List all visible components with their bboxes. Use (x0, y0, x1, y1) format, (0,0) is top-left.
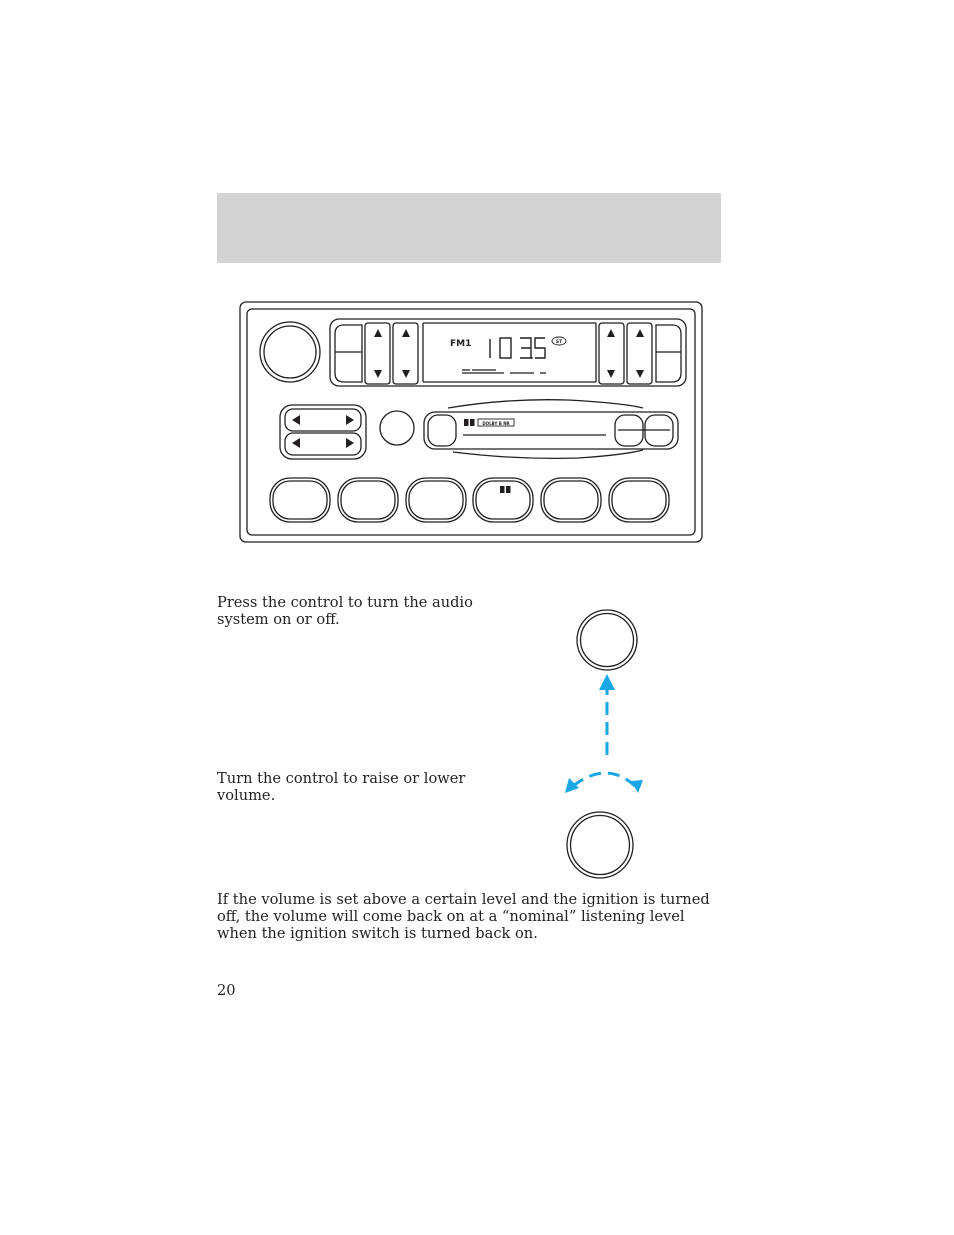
power-instruction: Press the control to turn the audio syst… (217, 594, 473, 628)
left-rocker-button[interactable] (334, 324, 363, 383)
knob-illustration (565, 609, 643, 879)
display-bezel (329, 318, 687, 387)
stereo-indicator: ST (551, 336, 567, 346)
press-arrow-icon (599, 674, 615, 755)
forward-arrow-icon (346, 415, 354, 425)
rewind-arrow-icon (292, 415, 300, 425)
frequency-digits (489, 337, 546, 359)
volume-instruction: Turn the control to raise or lower volum… (217, 770, 466, 804)
tune-down-arrow-icon (402, 370, 410, 378)
power-volume-knob-icon[interactable] (259, 321, 321, 383)
power-knob-icon (576, 609, 638, 671)
dolby-logo-icon (464, 418, 515, 427)
bass-up-arrow-icon (636, 329, 644, 337)
preset-scroll-buttons[interactable] (598, 322, 653, 385)
seek-up-arrow-icon (374, 329, 382, 337)
svg-text:ST: ST (556, 339, 563, 345)
scan-up-arrow-icon (607, 329, 615, 337)
seek-left-arrow-icon (292, 438, 300, 448)
volume-note-paragraph: If the volume is set above a certain lev… (217, 891, 710, 942)
turn-arrow-icon (565, 771, 643, 793)
scan-down-arrow-icon (607, 370, 615, 378)
seek-right-arrow-icon (346, 438, 354, 448)
preset-buttons-row[interactable] (269, 477, 670, 523)
page-number: 20 (217, 982, 236, 999)
volume-knob-icon (566, 811, 634, 879)
seek-buttons[interactable] (364, 322, 419, 385)
seek-down-arrow-icon (374, 370, 382, 378)
section-header-bar (217, 193, 721, 263)
lcd-display (422, 322, 597, 383)
radio-outer-frame (239, 301, 703, 543)
right-rocker-button[interactable] (655, 324, 682, 383)
radio-faceplate-illustration: FM1 ST DOLBY B NR (239, 301, 703, 543)
band-indicator: FM1 (450, 339, 471, 349)
dolby-button-icon (500, 486, 511, 493)
eject-button[interactable] (379, 410, 415, 446)
bass-down-arrow-icon (636, 370, 644, 378)
cassette-slot (423, 399, 679, 460)
rewind-fastforward-rocker[interactable] (279, 404, 367, 460)
tune-up-arrow-icon (402, 329, 410, 337)
dolby-label: DOLBY B NR (482, 421, 509, 426)
